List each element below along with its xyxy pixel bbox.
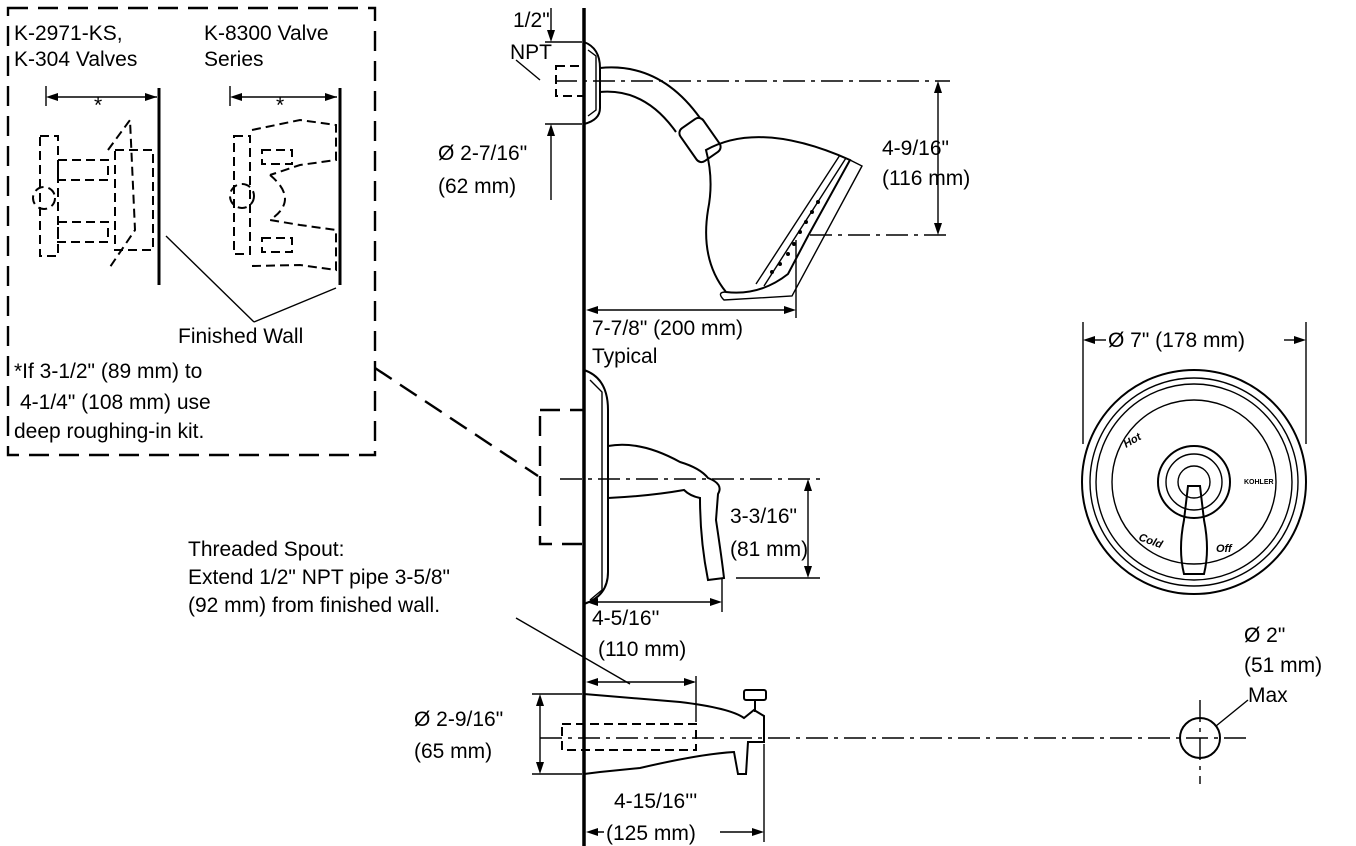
inset-note-line3: deep roughing-in kit. <box>14 420 204 443</box>
shower-head-assembly <box>555 41 863 301</box>
shower-inlet-label-line2: NPT <box>510 41 552 64</box>
inset-valve-b-line2: Series <box>204 48 264 71</box>
spout-pipe <box>561 723 697 751</box>
shower-reach-line1: 7-7/8" (200 mm) <box>592 317 743 340</box>
inset-valve-b-line1: K-8300 Valve <box>204 22 329 45</box>
inset-border <box>6 6 377 457</box>
escutcheon-diameter-label: Ø 7" (178 mm) <box>1108 329 1245 352</box>
shower-drop-line1: 4-9/16" <box>882 137 949 160</box>
spout-reach-line1: 4-15/16''' <box>614 790 697 813</box>
inset-finished-wall-label: Finished Wall <box>178 325 303 348</box>
pipe-hole-label-line1: Ø 2" <box>1244 624 1285 647</box>
inset-valve-a-line2: K-304 Valves <box>14 48 137 71</box>
inset-star-b: * <box>276 94 284 117</box>
inset-note-line1: *If 3-1/2" (89 mm) to <box>14 360 202 383</box>
valve-trim-side <box>538 369 820 605</box>
valve-b-body <box>229 118 337 272</box>
spout-reach-line2: (125 mm) <box>606 822 696 845</box>
spout-diverter-knob <box>743 689 767 701</box>
spout-note-line3: (92 mm) from finished wall. <box>188 594 440 617</box>
spout-height-line2: (65 mm) <box>414 740 492 763</box>
shower-reach-line2: Typical <box>592 345 657 368</box>
shower-drop-line2: (116 mm) <box>882 167 970 190</box>
escutcheon-label-off: Off <box>1216 543 1233 555</box>
escutcheon-label-hot: Hot <box>1122 430 1145 450</box>
valve-handle-reach-line2: (110 mm) <box>598 638 686 661</box>
valve-handle-drop-line1: 3-3/16" <box>730 505 797 528</box>
shower-flange <box>583 41 601 125</box>
spout-note-line1: Threaded Spout: <box>188 538 344 561</box>
pipe-hole: Ø 2" (51 mm) Max <box>1179 624 1322 784</box>
valve-handle-reach-line1: 4-5/16'' <box>592 607 660 630</box>
pipe-hole-label-line3: Max <box>1248 684 1288 707</box>
shower-arm <box>599 66 701 119</box>
shower-ball-joint <box>678 116 722 164</box>
spout-height-line1: Ø 2-9/16" <box>414 708 503 731</box>
valve-escutcheon-side <box>583 369 609 605</box>
escutcheon-label-cold: Cold <box>1137 532 1164 552</box>
shower-head-body <box>704 136 852 294</box>
valve-handle-side <box>607 443 726 582</box>
inset-star-a: * <box>94 94 102 117</box>
shower-nozzles <box>770 200 820 274</box>
inset-note-line2: 4-1/4" (108 mm) use <box>20 391 211 414</box>
spout-note-line2: Extend 1/2" NPT pipe 3-5/8" <box>188 566 450 589</box>
inset-valve-a-line1: K-2971-KS, <box>14 22 123 45</box>
valve-handle-drop-line2: (81 mm) <box>730 538 808 561</box>
inset-leader <box>374 366 539 478</box>
pipe-hole-label-line2: (51 mm) <box>1244 654 1322 677</box>
valve-body-rough <box>538 408 586 546</box>
valve-inset: K-2971-KS, K-304 Valves K-8300 Valve Ser… <box>6 6 539 478</box>
valve-a-body <box>32 117 154 271</box>
escutcheon-handle <box>1180 485 1208 575</box>
shower-inlet-label-line1: 1/2" <box>513 9 550 32</box>
escutcheon-front: Ø 7" (178 mm) Hot Cold Off KOHLER <box>1081 322 1307 595</box>
shower-arm-dia-line1: Ø 2-7/16" <box>438 142 527 165</box>
spout-body <box>561 689 767 775</box>
shower-arm-dia-line2: (62 mm) <box>438 175 516 198</box>
escutcheon-label-kohler: KOHLER <box>1244 479 1274 486</box>
